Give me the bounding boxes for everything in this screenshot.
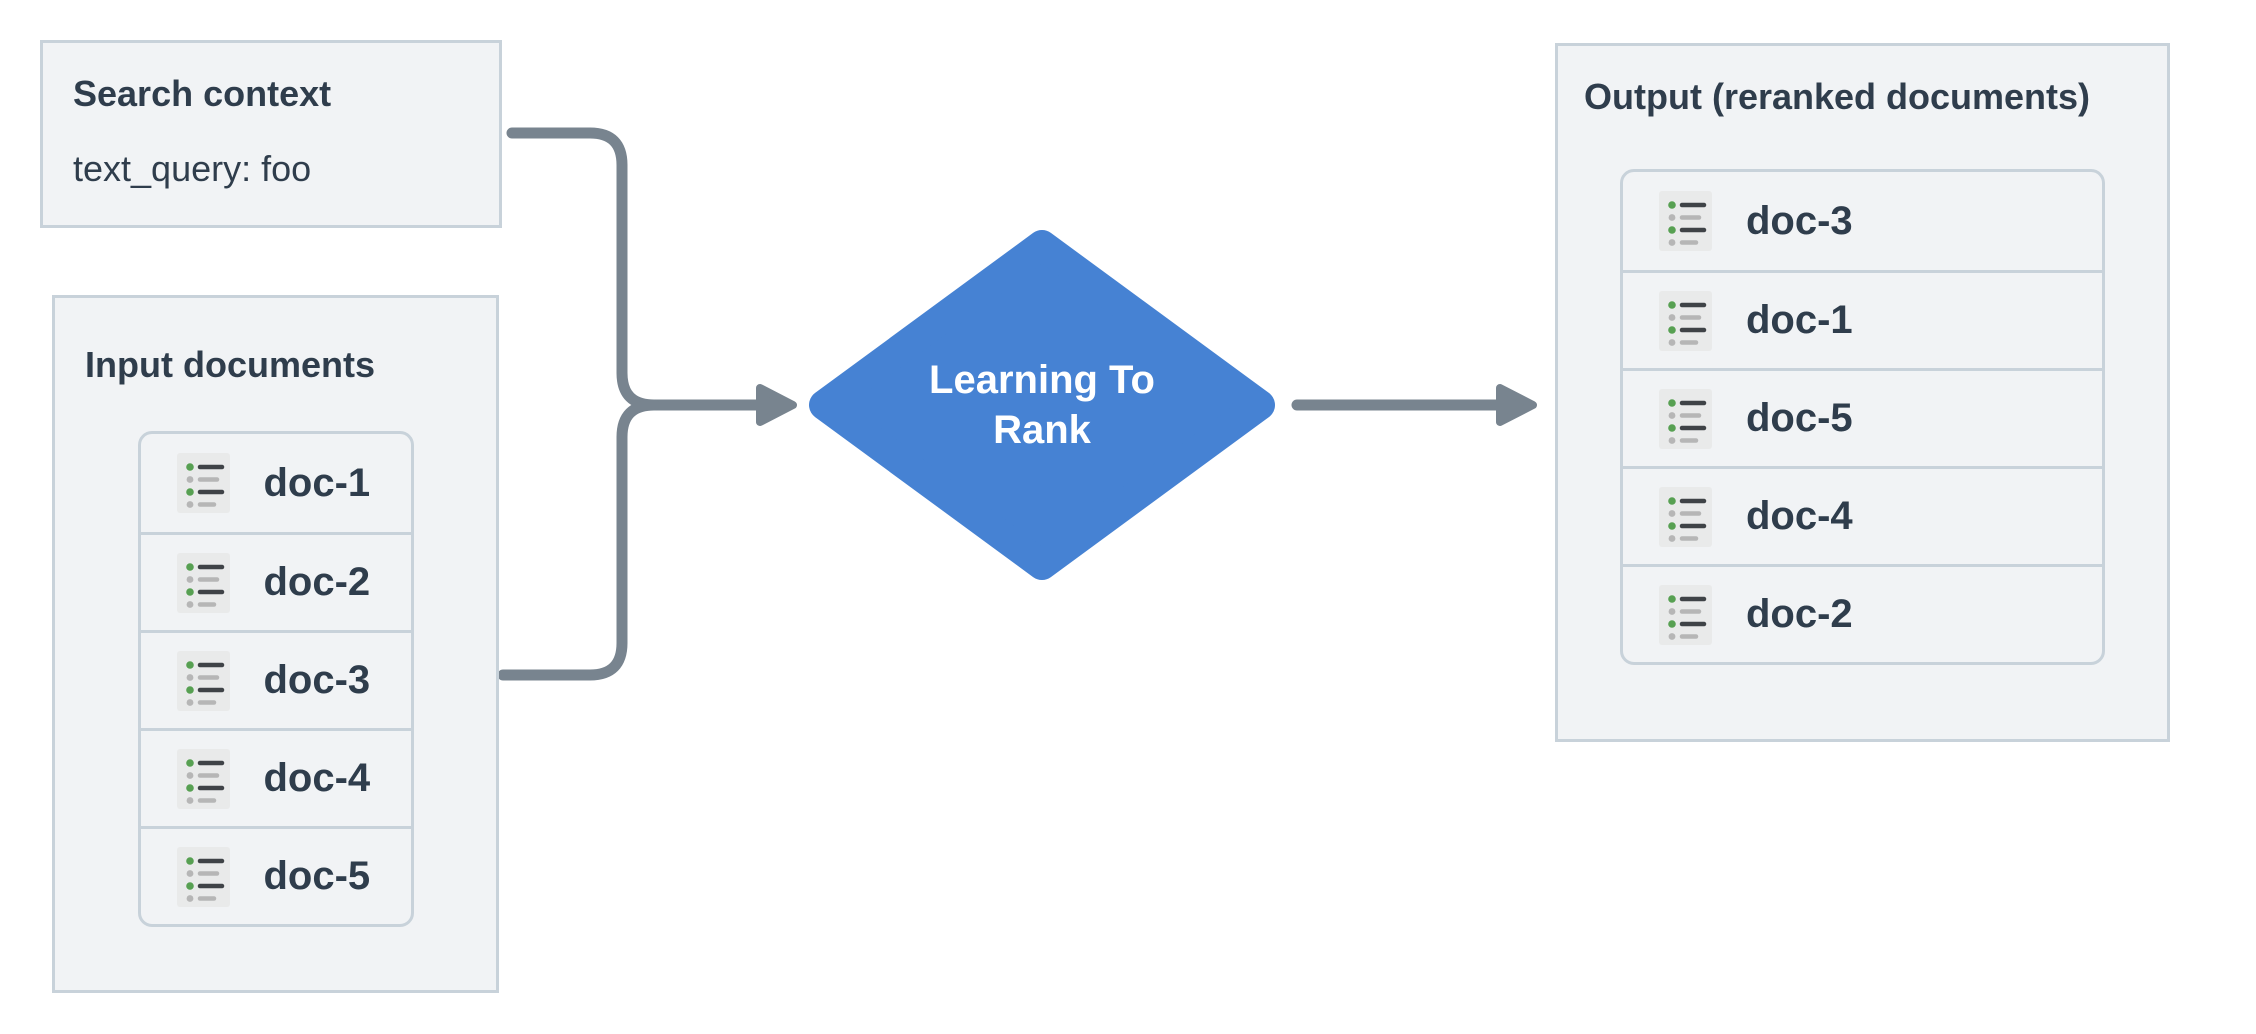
doc-row: doc-2 (140, 532, 411, 630)
bulleted-list-icon (1659, 191, 1712, 251)
connector-search-to-process (506, 127, 762, 411)
search-context-node: Search context text_query: foo (40, 40, 502, 228)
doc-label: doc-5 (263, 854, 371, 898)
output-documents-node: Output (reranked documents) doc-3 (1555, 43, 2170, 742)
bulleted-list-icon (176, 748, 230, 809)
process-node-label: Learning To Rank (872, 332, 1212, 478)
doc-label: doc-4 (1746, 494, 1853, 538)
doc-label: doc-1 (263, 460, 371, 505)
output-doc-list: doc-3 doc-1 (1620, 169, 2105, 665)
doc-row: doc-4 (1623, 466, 2102, 564)
doc-label: doc-3 (1746, 198, 1853, 243)
doc-row: doc-3 (1623, 172, 2102, 270)
bulleted-list-icon (1659, 584, 1712, 645)
doc-label: doc-1 (1746, 298, 1853, 342)
input-documents-title: Input documents (85, 344, 375, 385)
doc-row: doc-3 (140, 630, 411, 728)
doc-label: doc-3 (263, 658, 371, 702)
output-documents-title: Output (reranked documents) (1584, 76, 2091, 117)
doc-row: doc-4 (140, 728, 411, 826)
input-doc-list: doc-1 doc-2 (137, 431, 414, 927)
arrowhead-into-process (756, 384, 797, 426)
search-context-query: text_query: foo (73, 148, 312, 189)
search-context-title: Search context (73, 73, 332, 114)
bulleted-list-icon (176, 453, 230, 513)
process-label-line2: Rank (993, 408, 1091, 452)
doc-label: doc-2 (263, 560, 371, 604)
process-diamond-shape (809, 230, 1275, 580)
bulleted-list-icon (1659, 290, 1712, 351)
bulleted-list-icon (176, 650, 230, 711)
doc-label: doc-5 (1746, 396, 1853, 440)
bulleted-list-icon (176, 846, 230, 907)
doc-row: doc-5 (1623, 368, 2102, 466)
connector-input-to-process (497, 399, 660, 681)
process-label-line1: Learning To (929, 358, 1155, 402)
doc-row: doc-1 (1623, 270, 2102, 368)
doc-row: doc-1 (141, 434, 411, 532)
doc-row: doc-2 (1623, 564, 2102, 662)
arrowhead-into-output (1496, 384, 1537, 426)
input-documents-node: Input documents doc-1 (52, 295, 499, 993)
bulleted-list-icon (176, 552, 230, 613)
doc-label: doc-4 (263, 756, 371, 800)
doc-label: doc-2 (1746, 592, 1853, 636)
bulleted-list-icon (1659, 388, 1712, 449)
doc-row: doc-5 (140, 826, 411, 924)
bulleted-list-icon (1659, 486, 1712, 547)
